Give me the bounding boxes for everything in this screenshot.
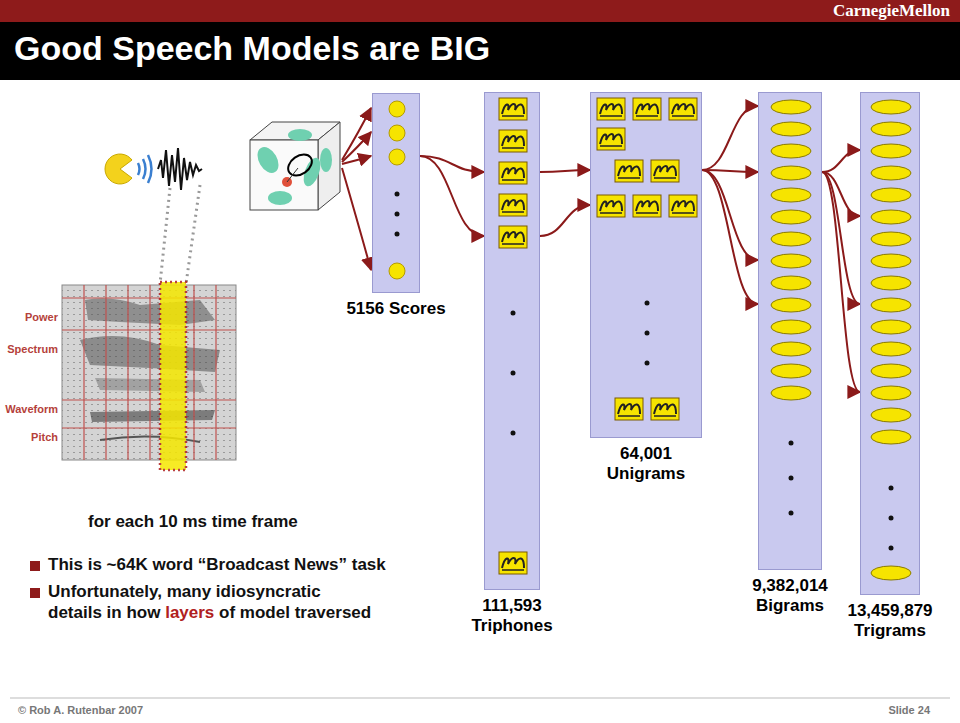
column-box [758, 92, 822, 570]
title-band [0, 22, 960, 80]
column-box [372, 93, 420, 293]
track-name: Spectrum [2, 343, 58, 355]
traversal-arrow [540, 205, 590, 236]
traversal-arrow [702, 170, 758, 260]
speaker-head [105, 154, 132, 184]
waveform [158, 148, 202, 190]
slide-title: Good Speech Models are BIG [14, 29, 490, 68]
track-name: Power [2, 311, 58, 323]
model-layer-column: 111,593 Triphones [484, 92, 540, 590]
slide-number: Slide 24 [888, 704, 930, 716]
column-caption: 13,459,879 Trigrams [834, 601, 946, 641]
model-layer-column: 64,001 Unigrams [590, 92, 702, 438]
highlight-word: layers [165, 603, 214, 622]
bullet-line: details in how layers of model traversed [48, 603, 376, 623]
bullet-mark [30, 561, 40, 571]
column-box [484, 92, 540, 590]
column-box [860, 92, 920, 595]
sound-waves [138, 155, 152, 183]
traversal-arrow [540, 170, 590, 172]
column-items [591, 93, 703, 439]
score-arrows [342, 108, 371, 270]
column-box [590, 92, 702, 438]
bullet-text: details in how [48, 603, 160, 622]
frame-leader [186, 185, 200, 284]
column-caption: 111,593 Triphones [456, 596, 568, 636]
institution-logo: CarnegieMellon [833, 1, 950, 21]
traversal-arrow [822, 172, 860, 392]
column-caption: 64,001 Unigrams [590, 444, 702, 484]
column-items [861, 93, 921, 596]
model-layer-column: 9,382,014 Bigrams [758, 92, 822, 570]
traversal-arrow [702, 170, 758, 304]
track-name: Waveform [2, 403, 58, 415]
traversal-arrow [822, 150, 860, 172]
frame-leader [160, 188, 170, 284]
column-items [759, 93, 823, 571]
traversal-arrow [702, 170, 758, 172]
column-caption: 5156 Scores [340, 299, 452, 319]
bullet-text: This is ~64K word “Broadcast News” task [48, 555, 386, 575]
spectrogram [62, 282, 236, 470]
feature-cube [250, 122, 340, 210]
model-layer-column: 5156 Scores [372, 93, 420, 293]
footer-rule [10, 698, 950, 699]
track-name: Pitch [2, 431, 58, 443]
model-layer-column: 13,459,879 Trigrams [860, 92, 920, 595]
bullet-mark [30, 588, 40, 598]
top-band [0, 0, 960, 22]
traversal-arrow [420, 156, 484, 236]
copyright-note: © Rob A. Rutenbar 2007 [18, 704, 143, 716]
bullet-text: of model traversed [219, 603, 371, 622]
traversal-arrow [702, 106, 758, 170]
column-items [485, 93, 541, 591]
frame-note: for each 10 ms time frame [88, 512, 298, 532]
column-caption: 9,382,014 Bigrams [734, 576, 846, 616]
column-items [373, 94, 421, 294]
bullet-text: Unfortunately, many idiosyncratic [48, 582, 321, 602]
